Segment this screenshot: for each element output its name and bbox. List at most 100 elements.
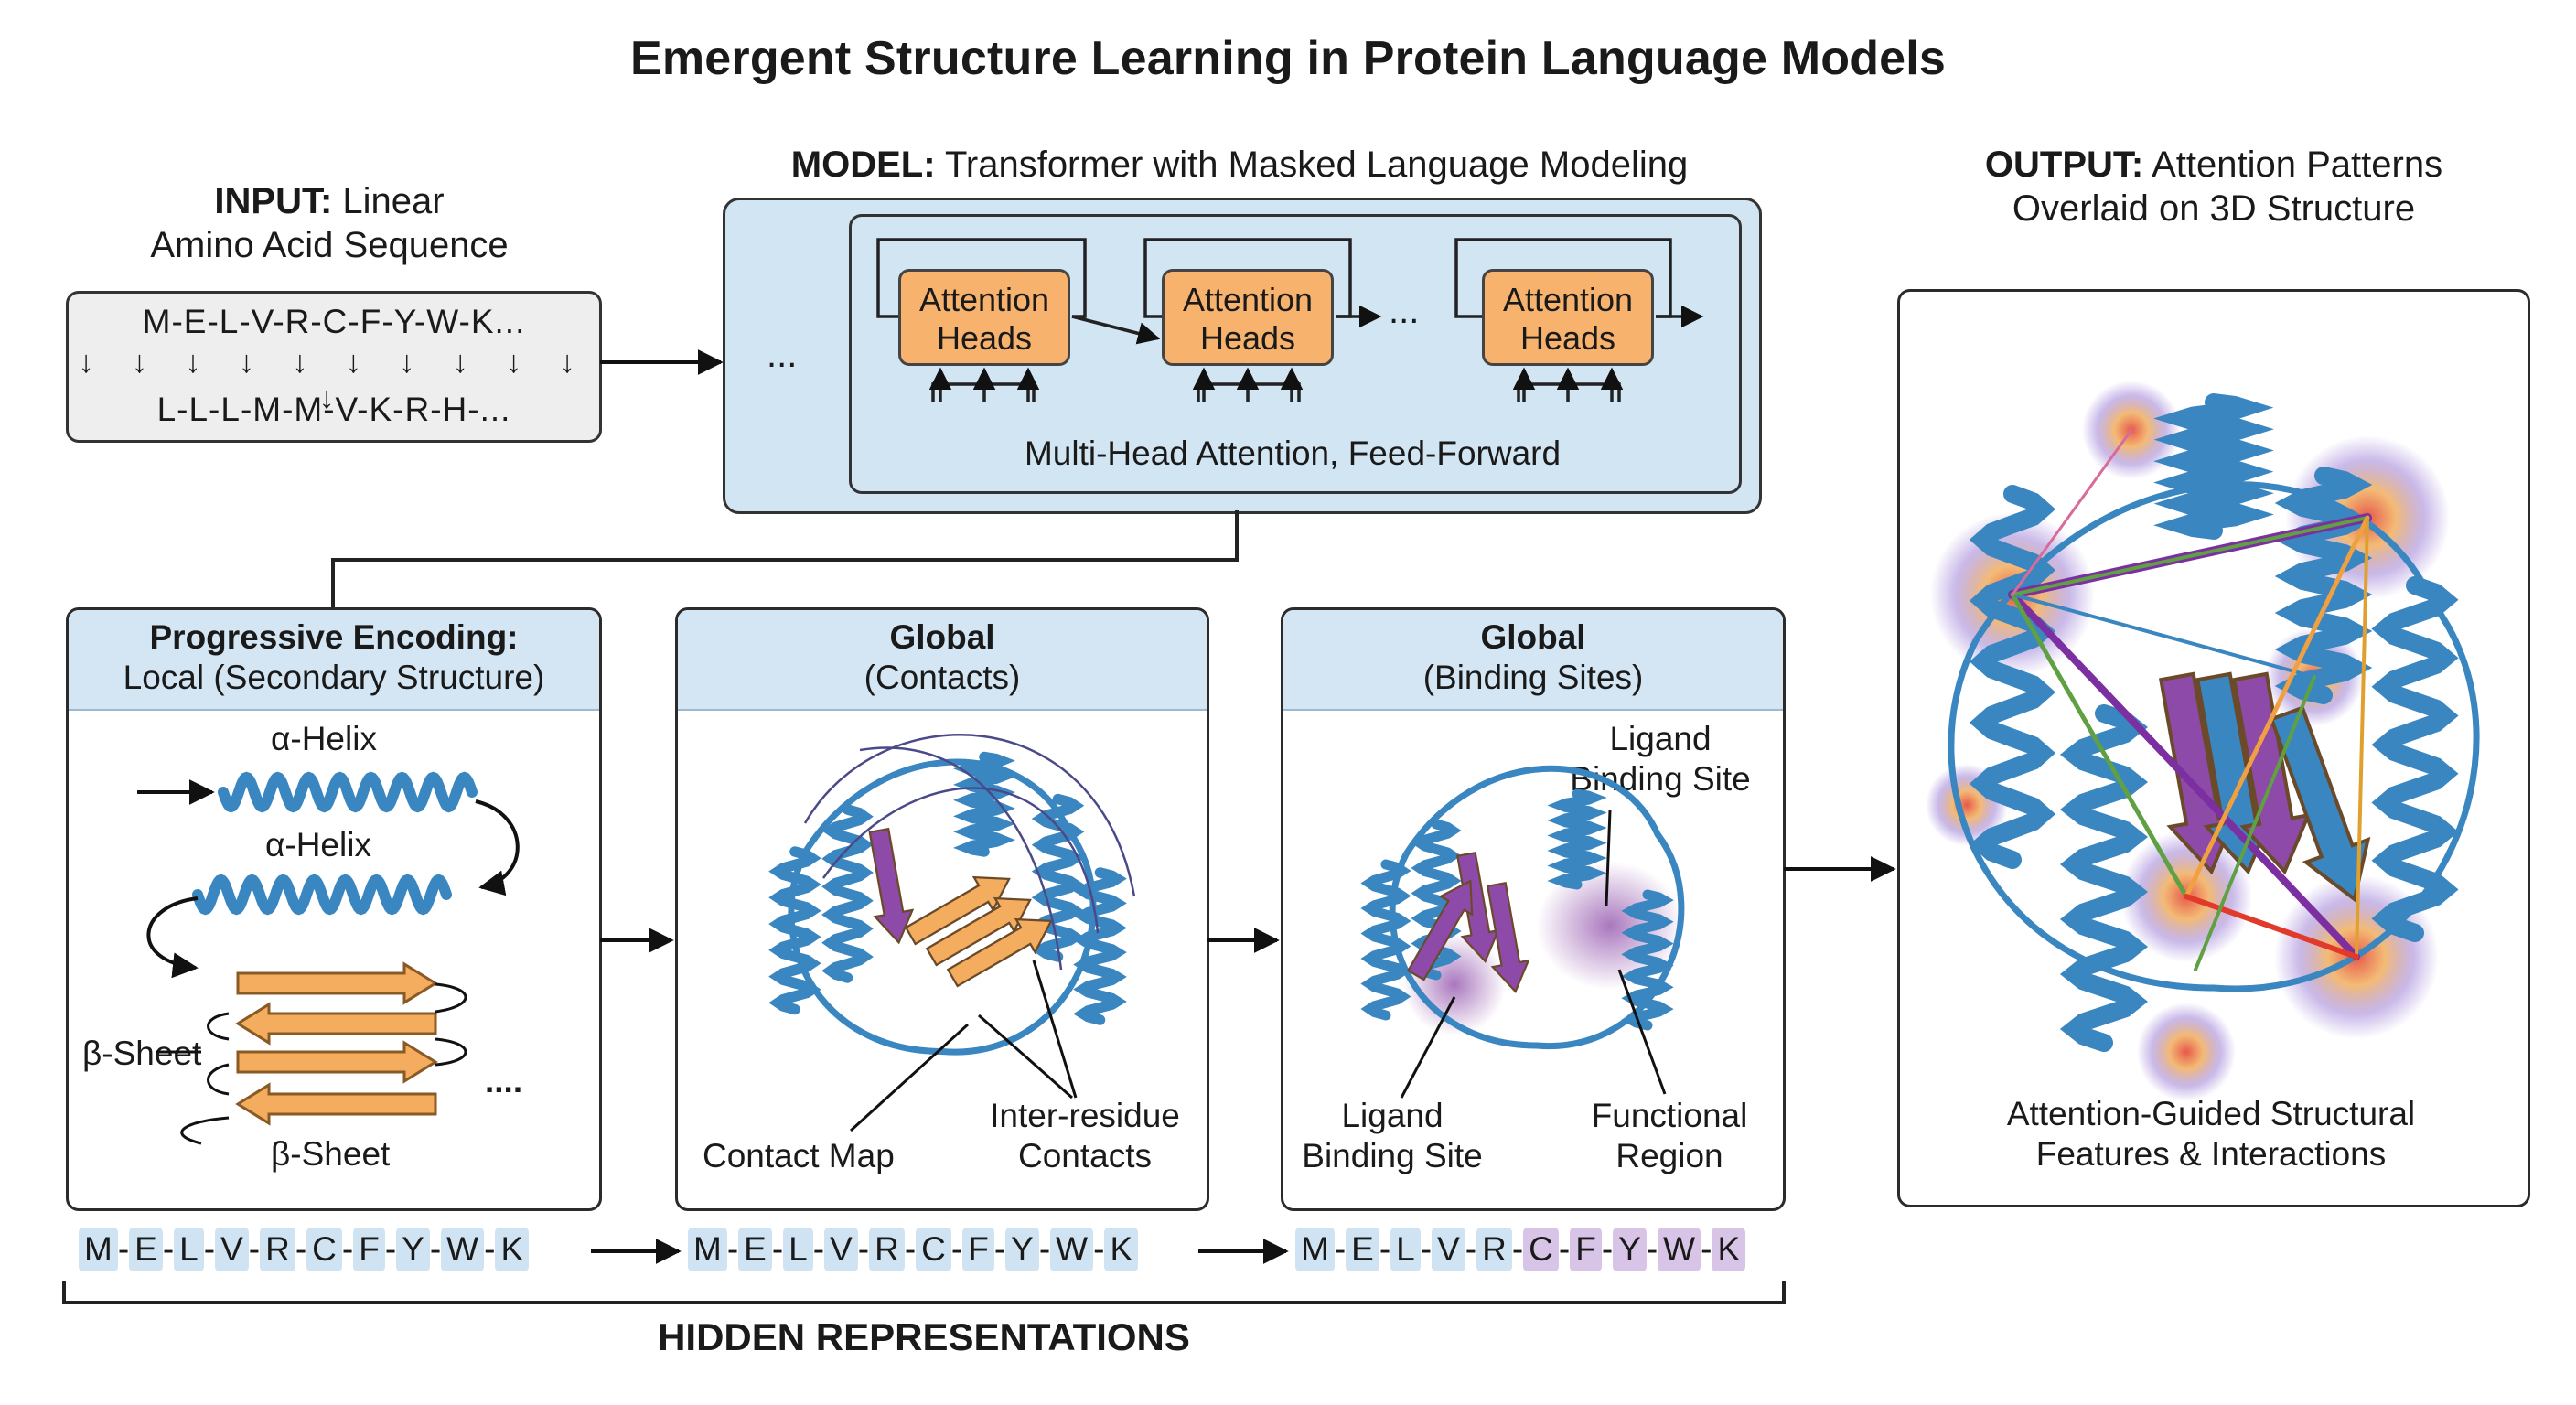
attention-line: [2011, 428, 2133, 596]
protein-helix: [2153, 393, 2274, 540]
input-header-bold: INPUT:: [214, 181, 333, 221]
protein-helix: [1969, 485, 2056, 869]
input-sequence-box: M-E-L-V-R-C-F-Y-W-K... ↓ ↓ ↓ ↓ ↓ ↓ ↓ ↓ ↓…: [66, 291, 602, 443]
protein-helix: [2059, 704, 2149, 1052]
attention-line: [2355, 516, 2369, 959]
residue-chip: Y: [1613, 1228, 1647, 1271]
ligand-top-line1: Ligand: [1609, 720, 1712, 757]
attention-line: [2011, 593, 2316, 679]
input-seq-arrows: ↓ ↓ ↓ ↓ ↓ ↓ ↓ ↓ ↓ ↓ ↓: [78, 345, 590, 415]
residue-chip: W: [1050, 1228, 1094, 1271]
residue-chip: R: [869, 1228, 905, 1271]
protein-strand: [925, 896, 1032, 967]
residue-chip: F: [1570, 1228, 1602, 1271]
seq-dash: -: [162, 1230, 175, 1268]
seq-dash: -: [1646, 1230, 1658, 1268]
panel-binding-header-line2: (Binding Sites): [1422, 659, 1644, 696]
residue-chip: E: [738, 1228, 772, 1271]
protein-helix: [821, 804, 874, 983]
inter-residue-label: Inter-residue Contacts: [984, 1096, 1186, 1176]
output-header-line2: Overlaid on 3D Structure: [2012, 188, 2416, 229]
seq-dash: -: [1038, 1230, 1051, 1268]
seq-dash: -: [117, 1230, 130, 1268]
model-ellipsis-mid: ...: [1389, 291, 1420, 331]
seq-dash: -: [1701, 1230, 1712, 1268]
protein-strand: [946, 917, 1053, 988]
attention-lines: [2008, 428, 2372, 971]
protein-strand: [1455, 852, 1500, 963]
protein-strand: [904, 875, 1011, 946]
contact-map-label: Contact Map: [703, 1137, 895, 1174]
attention-heads-1-line1: Attention: [918, 281, 1050, 318]
attention-heads-2-line2: Heads: [1199, 319, 1296, 357]
panel-contacts-header-line2: (Contacts): [864, 659, 1021, 696]
inter-residue-line2: Contacts: [1017, 1137, 1152, 1174]
residue-chip: R: [1476, 1228, 1512, 1271]
functional-line2: Region: [1615, 1137, 1723, 1174]
seq-dash: -: [812, 1230, 825, 1268]
model-inner-box: [849, 214, 1742, 494]
panel-local-header: Progressive Encoding: Local (Secondary S…: [69, 610, 599, 711]
beta-strand: [235, 1082, 437, 1126]
protein-helix: [1360, 859, 1411, 1021]
attention-heads-1-line2: Heads: [936, 319, 1033, 357]
input-header: INPUT: Linear Amino Acid Sequence: [55, 179, 604, 267]
contacts-leader-lines: [849, 960, 1078, 1132]
panel-contacts-header: Global (Contacts): [678, 610, 1207, 711]
seq-dash: -: [1379, 1230, 1391, 1268]
seq-dash: -: [726, 1230, 739, 1268]
residue-chip: L: [174, 1228, 204, 1271]
attention-line: [2194, 675, 2316, 971]
seq-dash: -: [904, 1230, 917, 1268]
contacts-protein-cartoon: [768, 734, 1136, 1056]
input-header-line2: Amino Acid Sequence: [150, 225, 509, 265]
attention-heads-3-line1: Attention: [1502, 281, 1634, 318]
attention-line: [2009, 591, 2360, 960]
residue-chip: M: [688, 1228, 727, 1271]
seq-dash: -: [248, 1230, 261, 1268]
seq-dash: -: [295, 1230, 307, 1268]
seq-dash: -: [771, 1230, 784, 1268]
seq-dash: -: [203, 1230, 216, 1268]
output-header: OUTPUT: Attention Patterns Overlaid on 3…: [1903, 143, 2525, 231]
input-seq-line1: M-E-L-V-R-C-F-Y-W-K...: [142, 303, 526, 340]
seq-dash: -: [1093, 1230, 1105, 1268]
functional-line1: Functional: [1591, 1097, 1748, 1134]
attention-line: [2010, 592, 2189, 899]
protein-helix: [953, 751, 1015, 857]
output-header-bold: OUTPUT:: [1984, 145, 2144, 185]
contact-arc: [821, 787, 1100, 934]
sheet-dots: ....: [485, 1062, 523, 1099]
binding-leader-lines: [1400, 810, 1667, 1099]
protein-helix: [2371, 576, 2459, 942]
seq-dash: -: [1511, 1230, 1524, 1268]
residue-chip: F: [353, 1228, 385, 1271]
panel-binding-header-bold: Global: [1480, 618, 1586, 656]
seq-dash: -: [1601, 1230, 1614, 1268]
seq-dash: -: [857, 1230, 870, 1268]
protein-helix: [768, 846, 821, 1015]
hidden-seq-binding: M-E-L-V-R-C-F-Y-W-K: [1295, 1228, 1746, 1271]
sheet-label-2: β-Sheet: [271, 1135, 391, 1173]
model-caption: Multi-Head Attention, Feed-Forward: [1024, 434, 1562, 472]
panel-contacts-header-bold: Global: [889, 618, 995, 656]
residue-chip: Y: [396, 1228, 430, 1271]
output-protein-cartoon: [1948, 393, 2480, 1052]
protein-helix: [1073, 867, 1127, 1025]
ligand-top-label: Ligand Binding Site: [1555, 719, 1766, 799]
beta-strand: [236, 1040, 438, 1084]
attention-line: [2011, 516, 2369, 596]
attention-line: [2184, 894, 2359, 960]
residue-chip: V: [1432, 1228, 1465, 1271]
input-seq-line2: L-L-L-M-M-V-K-R-H-...: [156, 391, 511, 428]
seq-dash: -: [484, 1230, 496, 1268]
attention-heads-3-line2: Heads: [1519, 319, 1616, 357]
model-header: MODEL: Transformer with Masked Language …: [723, 143, 1756, 187]
attention-heads-2-line1: Attention: [1182, 281, 1314, 318]
helix-shape-2: [192, 874, 452, 916]
seq-dash: -: [993, 1230, 1006, 1268]
protein-helix: [1547, 788, 1607, 890]
residue-chip: F: [962, 1228, 994, 1271]
panel-binding-header: Global (Binding Sites): [1283, 610, 1783, 711]
helix-shape-1: [218, 771, 478, 813]
